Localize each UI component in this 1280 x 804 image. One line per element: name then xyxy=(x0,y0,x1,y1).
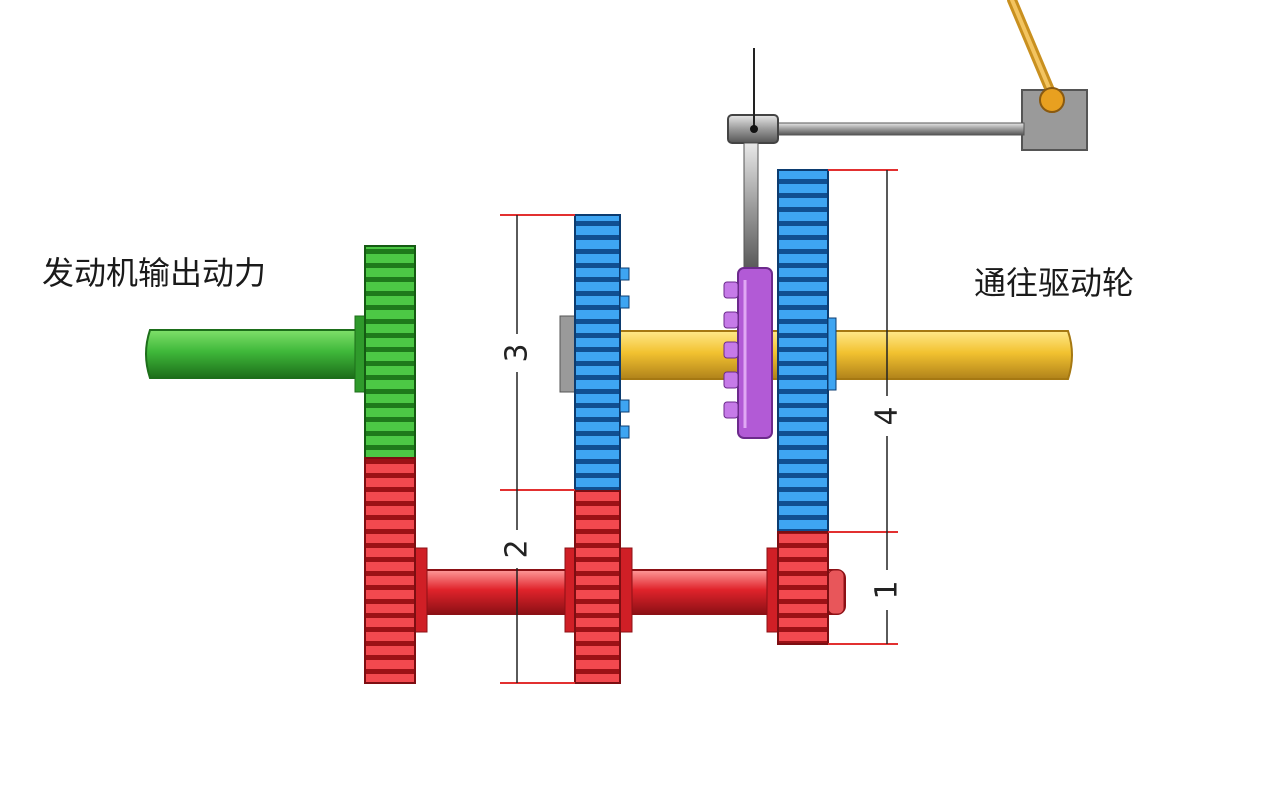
input-gear xyxy=(364,245,416,684)
pivot-pin-icon xyxy=(1039,87,1065,113)
output-gear-4 xyxy=(777,169,829,533)
input-gear-green xyxy=(364,245,416,459)
dimension-label-2: 2 xyxy=(500,539,535,558)
synchronizer xyxy=(723,267,773,439)
output-gear-3 xyxy=(574,214,621,492)
countershaft-gear-middle xyxy=(574,490,621,684)
input-power-label: 发动机输出动力 xyxy=(42,254,267,292)
shift-linkage xyxy=(727,0,1088,274)
dimension-label-4: 4 xyxy=(870,406,905,425)
input-shaft xyxy=(145,315,370,393)
right-gear-stack xyxy=(777,169,837,645)
countershaft-gear-2 xyxy=(364,457,416,684)
countershaft-gear-1 xyxy=(777,531,829,645)
output-shaft xyxy=(617,330,1073,380)
shift-fork xyxy=(743,142,759,274)
dimension-label-3: 3 xyxy=(500,343,535,362)
output-to-wheels-label: 通往驱动轮 xyxy=(974,264,1135,302)
shift-rail xyxy=(777,122,1025,136)
dimension-label-1: 1 xyxy=(870,580,905,599)
middle-gear-stack xyxy=(559,214,630,684)
